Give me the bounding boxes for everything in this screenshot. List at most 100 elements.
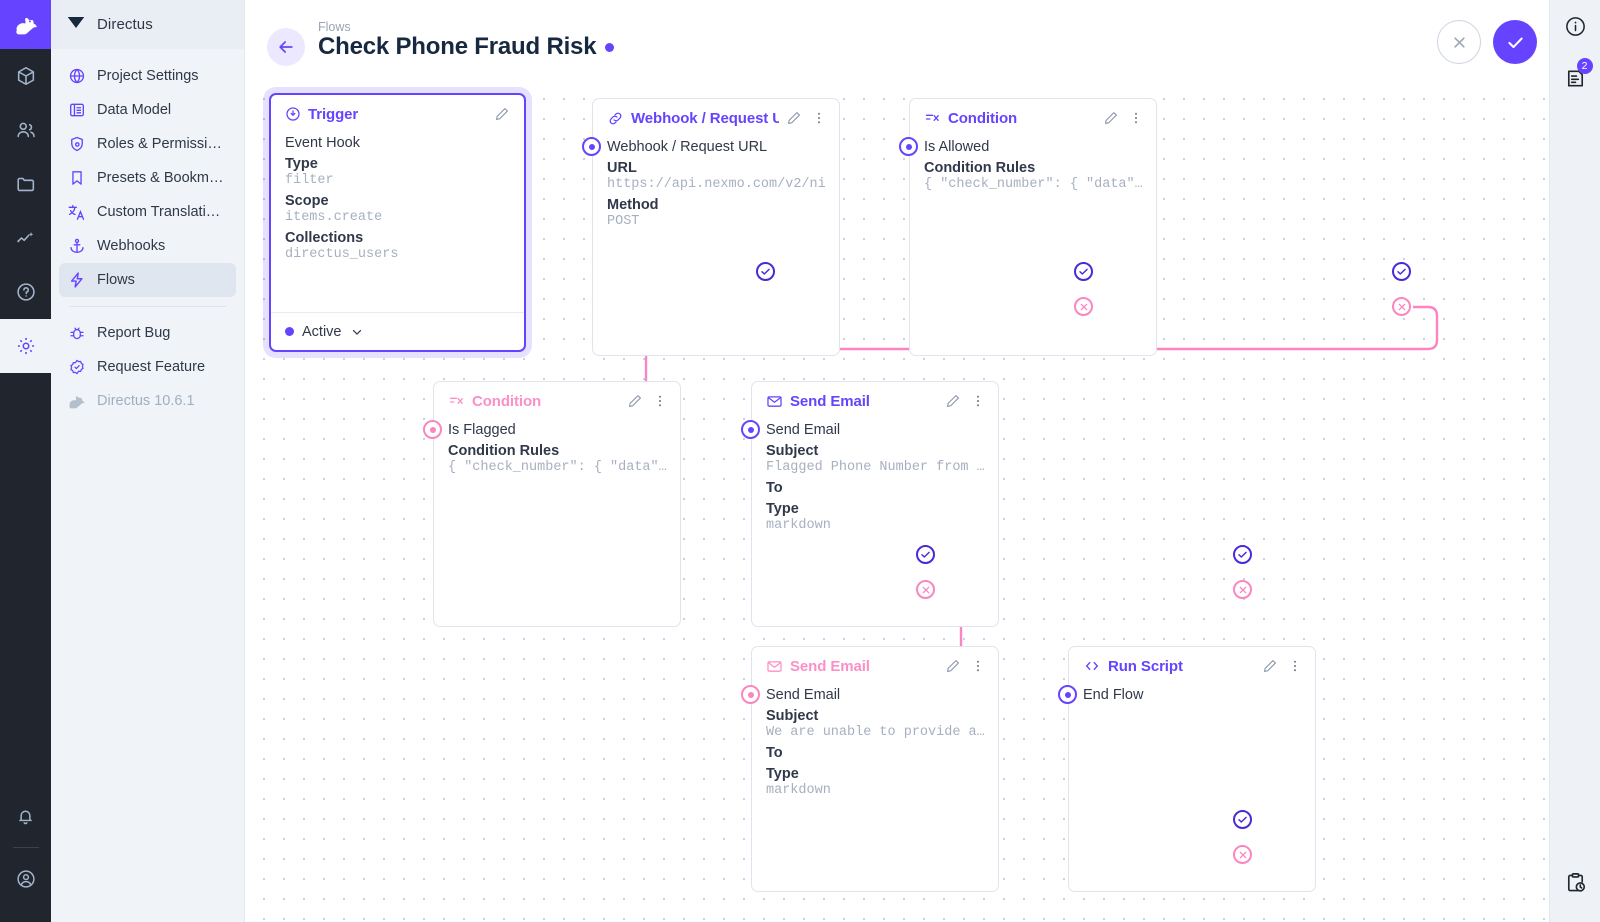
node-header: Send Email	[752, 382, 998, 420]
insights-icon[interactable]	[0, 211, 51, 265]
edit-pencil-icon[interactable]	[786, 110, 802, 126]
node-options-menu-icon[interactable]	[970, 658, 986, 674]
field-key: Scope	[285, 193, 329, 209]
edit-pencil-icon[interactable]	[494, 106, 510, 122]
app-logo-icon[interactable]	[0, 0, 51, 49]
translate-icon	[67, 203, 86, 222]
edit-pencil-icon[interactable]	[627, 393, 643, 409]
sidebar-item-label: Report Bug	[97, 325, 171, 341]
edit-pencil-icon[interactable]	[945, 658, 961, 674]
node-options-menu-icon[interactable]	[1287, 658, 1303, 674]
port-trigger-resolve[interactable]	[756, 262, 775, 281]
node-options-menu-icon[interactable]	[652, 393, 668, 409]
content-box-icon[interactable]	[0, 49, 51, 103]
port-mail-unable-resolve[interactable]	[1233, 810, 1252, 829]
node-send-email-flagged[interactable]: Send Email Send Email Subject Flagged Ph…	[751, 381, 999, 627]
sidebar-item-data-model[interactable]: Data Model	[59, 93, 236, 127]
sidebar-item-webhooks[interactable]: Webhooks	[59, 229, 236, 263]
node-operation-name: End Flow	[1083, 687, 1144, 703]
port-mail-flagged-input[interactable]	[741, 420, 760, 439]
field-key: To	[766, 745, 783, 761]
link-icon	[607, 110, 624, 127]
node-webhook[interactable]: Webhook / Request U Webhook / Request UR…	[592, 98, 840, 356]
node-body: Send Email Subject Flagged Phone Number …	[752, 420, 998, 543]
edit-pencil-icon[interactable]	[1262, 658, 1278, 674]
node-header: Webhook / Request U	[593, 99, 839, 137]
field-value: POST	[607, 214, 640, 229]
sidebar-nav-list: Project Settings Data Model Roles & Perm…	[51, 49, 244, 418]
node-title: Send Email	[790, 392, 870, 410]
table-list-icon	[67, 101, 86, 120]
port-mail-flagged-reject[interactable]	[1233, 580, 1252, 599]
node-options-menu-icon[interactable]	[970, 393, 986, 409]
node-title: Send Email	[790, 657, 870, 675]
port-webhook-input[interactable]	[582, 137, 601, 156]
code-brackets-icon	[1083, 658, 1101, 674]
files-folder-icon[interactable]	[0, 157, 51, 211]
port-cond-allowed-input[interactable]	[899, 137, 918, 156]
node-condition-is-allowed[interactable]: Condition Is Allowed Condition Rules { "…	[909, 98, 1157, 356]
field-value: markdown	[766, 783, 831, 798]
breadcrumb[interactable]: Flows	[318, 20, 351, 34]
edit-pencil-icon[interactable]	[1103, 110, 1119, 126]
sidebar-header[interactable]: Directus	[51, 0, 244, 49]
port-run-script-input[interactable]	[1058, 685, 1077, 704]
node-operation-name: Send Email	[766, 687, 841, 703]
notifications-bell-icon[interactable]	[0, 789, 51, 843]
sidebar-item-request-feature[interactable]: Request Feature	[59, 350, 236, 384]
node-options-menu-icon[interactable]	[811, 110, 827, 126]
sidebar-item-roles-permissions[interactable]: Roles & Permissions	[59, 127, 236, 161]
sidebar-item-flows[interactable]: Flows	[59, 263, 236, 297]
port-cond-allowed-reject[interactable]	[1392, 297, 1411, 316]
port-cond-flagged-resolve[interactable]	[916, 545, 935, 564]
port-mail-unable-input[interactable]	[741, 685, 760, 704]
envelope-icon	[766, 658, 783, 675]
field-key: Subject	[766, 443, 819, 459]
field-key: Type	[766, 766, 799, 782]
sidebar-item-presets-bookmarks[interactable]: Presets & Bookmar…	[59, 161, 236, 195]
sidebar-item-custom-translations[interactable]: Custom Translations	[59, 195, 236, 229]
envelope-icon	[766, 393, 783, 410]
logs-icon[interactable]: 2	[1550, 52, 1600, 104]
save-button[interactable]	[1493, 20, 1537, 64]
port-cond-allowed-resolve[interactable]	[1392, 262, 1411, 281]
node-options-menu-icon[interactable]	[1128, 110, 1144, 126]
sidebar-item-label: Request Feature	[97, 359, 206, 375]
node-operation-name: Send Email	[766, 422, 841, 438]
back-button[interactable]	[267, 28, 305, 66]
settings-gear-icon[interactable]	[0, 319, 51, 373]
info-icon[interactable]	[1550, 0, 1600, 52]
port-mail-unable-reject[interactable]	[1233, 845, 1252, 864]
port-webhook-resolve[interactable]	[1074, 262, 1093, 281]
directus-logo-icon	[65, 11, 87, 38]
port-cond-flagged-reject[interactable]	[916, 580, 935, 599]
account-avatar-icon[interactable]	[0, 852, 51, 906]
edit-pencil-icon[interactable]	[945, 393, 961, 409]
port-cond-flagged-input[interactable]	[423, 420, 442, 439]
sidebar-item-report-bug[interactable]: Report Bug	[59, 316, 236, 350]
sidebar-item-project-settings[interactable]: Project Settings	[59, 59, 236, 93]
cancel-button[interactable]	[1437, 20, 1481, 64]
bolt-icon	[67, 271, 86, 290]
node-status-footer[interactable]: Active	[271, 312, 524, 350]
node-run-script[interactable]: Run Script End Flow	[1068, 646, 1316, 892]
flow-canvas[interactable]: Trigger Event Hook Type filter Scope ite…	[245, 84, 1549, 922]
users-icon[interactable]	[0, 103, 51, 157]
field-key: To	[766, 480, 783, 496]
port-mail-flagged-resolve[interactable]	[1233, 545, 1252, 564]
node-send-email-unable[interactable]: Send Email Send Email Subject We are una…	[751, 646, 999, 892]
node-trigger[interactable]: Trigger Event Hook Type filter Scope ite…	[269, 93, 526, 352]
field-value: directus_users	[285, 247, 399, 262]
bug-icon	[67, 324, 86, 343]
field-value: Flagged Phone Number from …	[766, 460, 984, 475]
chevron-down-icon[interactable]	[350, 325, 364, 339]
node-condition-is-flagged[interactable]: Condition Is Flagged Condition Rules { "…	[433, 381, 681, 627]
help-icon[interactable]	[0, 265, 51, 319]
sidebar-divider	[69, 306, 226, 307]
port-webhook-reject[interactable]	[1074, 297, 1093, 316]
node-body: Send Email Subject We are unable to prov…	[752, 685, 998, 808]
page-header: Flows Check Phone Fraud Risk	[245, 0, 1600, 84]
clipboard-clock-icon[interactable]	[1550, 856, 1600, 908]
field-key: Subject	[766, 708, 819, 724]
